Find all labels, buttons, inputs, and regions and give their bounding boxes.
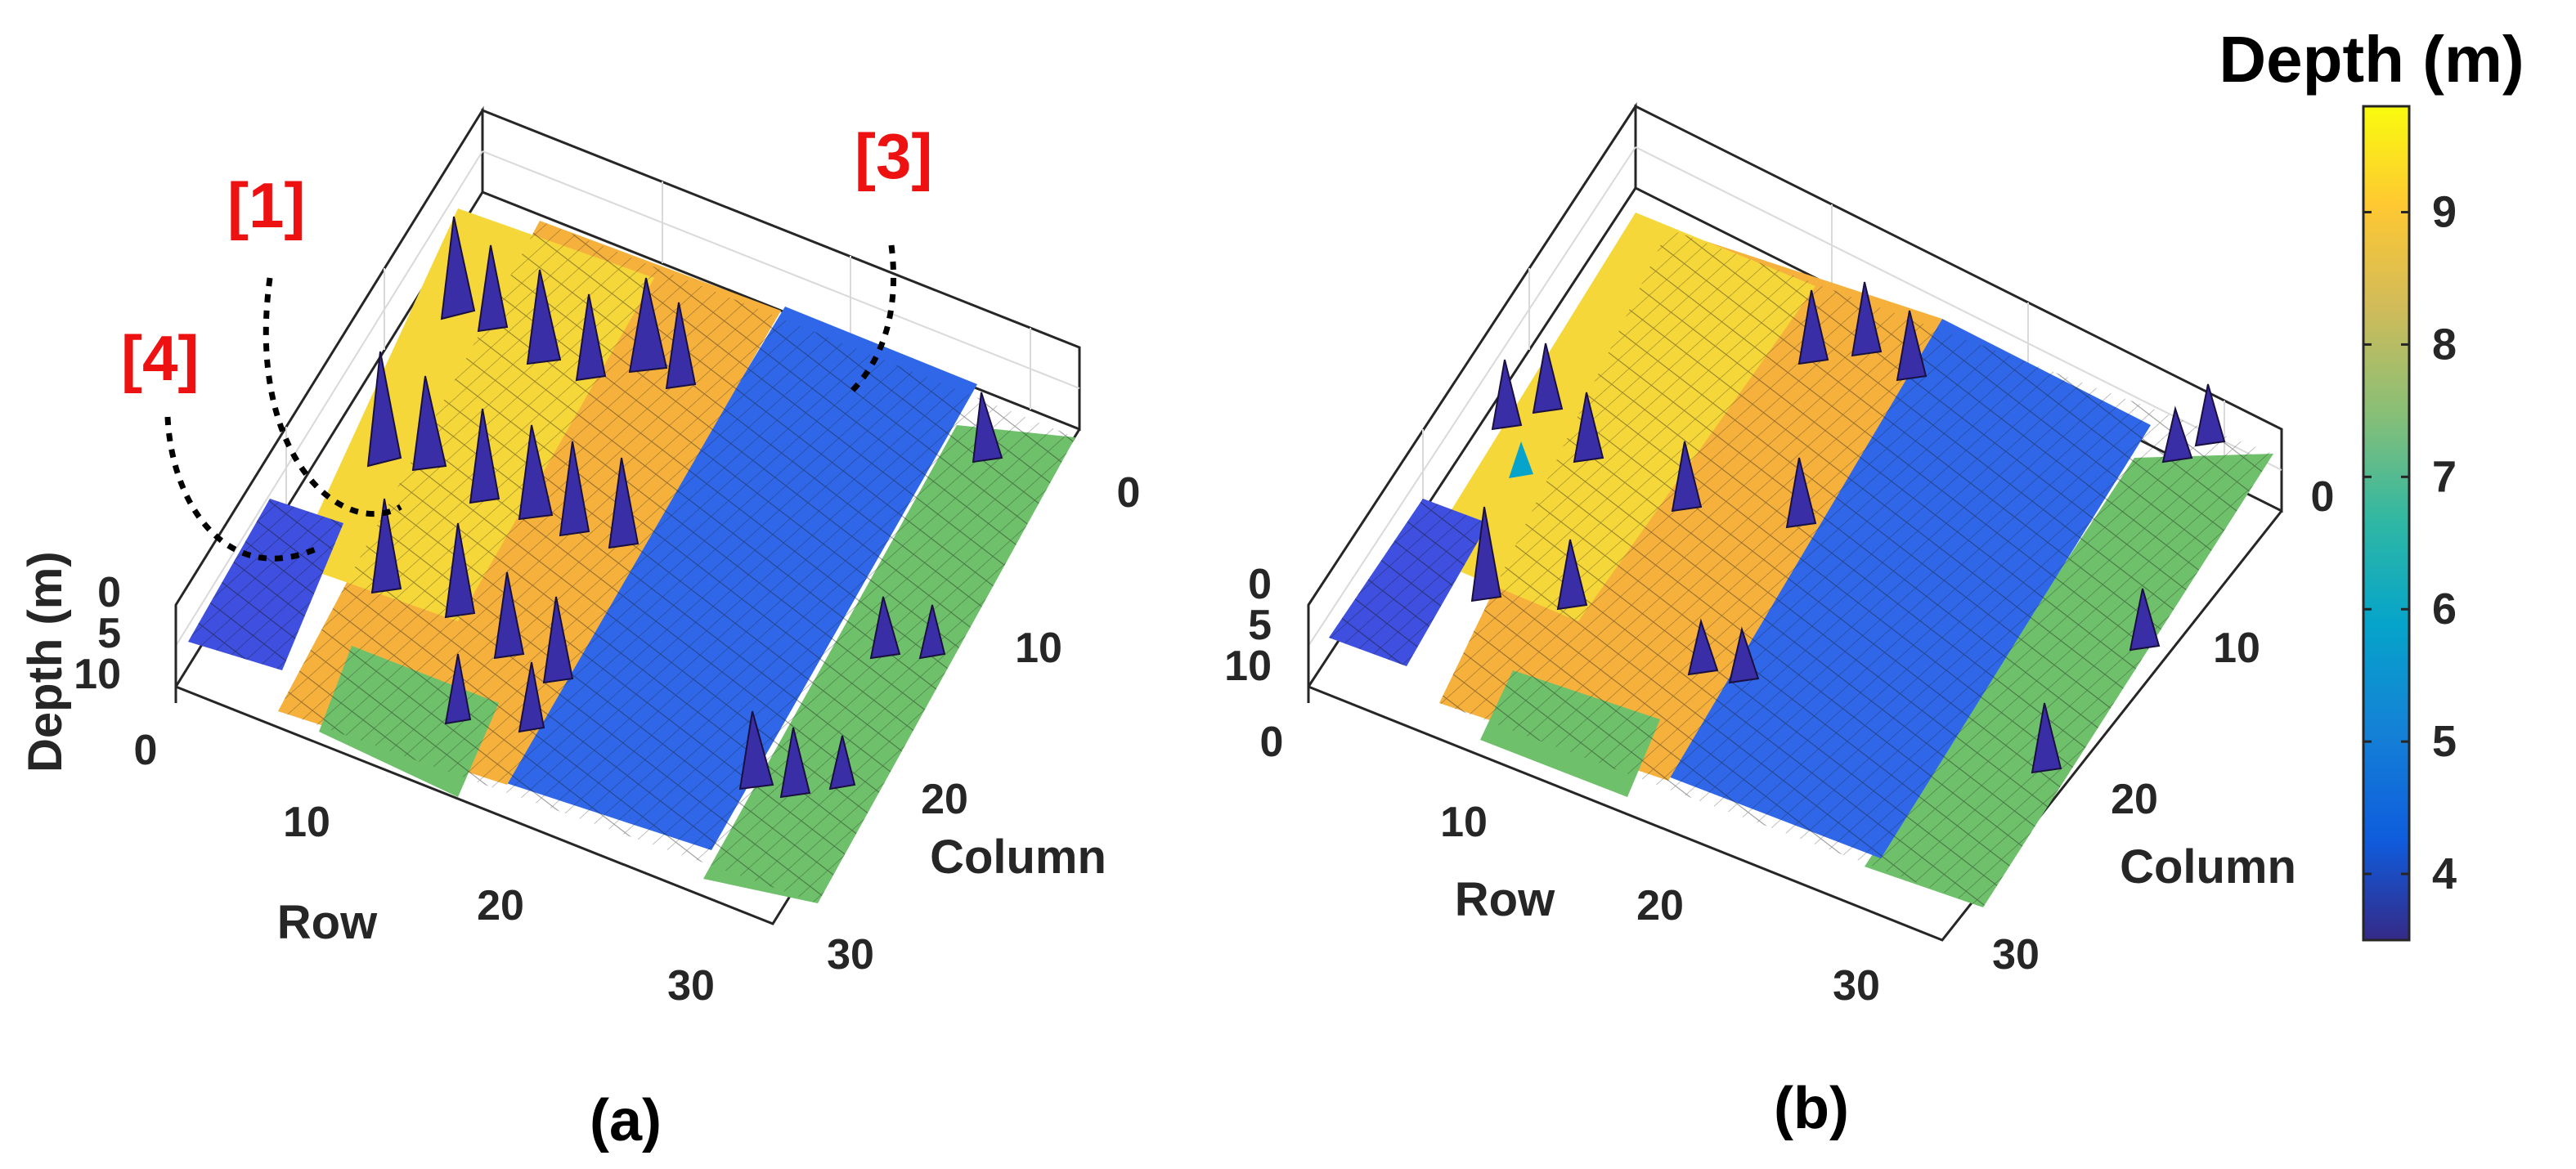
y-tick: 20 [921, 776, 968, 823]
callout-3: [3] [855, 120, 932, 192]
colorbar-tick-label: 5 [2432, 717, 2457, 766]
spikes-b [1470, 281, 2226, 774]
y-tick: 10 [2213, 625, 2260, 672]
colorbar-gradient [2362, 105, 2411, 942]
panel-a: [1] [3] [4] 0 5 10 0 10 20 30 0 10 20 30… [19, 105, 1140, 1153]
z-tick: 0 [1248, 561, 1272, 608]
surface-b [1329, 213, 2273, 907]
surface-a [188, 208, 1075, 903]
y-axis-label-a: Column [930, 831, 1106, 884]
x-tick: 20 [1636, 882, 1684, 929]
z-tick: 0 [97, 569, 121, 616]
y-tick: 30 [1992, 931, 2040, 979]
panel-label-b: (b) [1774, 1076, 1849, 1141]
x-tick: 10 [283, 799, 330, 846]
x-tick: 0 [134, 727, 158, 774]
x-tick: 10 [1440, 799, 1488, 846]
z-tick: 10 [74, 651, 121, 698]
ticks-b: 0 5 10 0 10 20 30 0 10 20 30 [1224, 473, 2334, 1010]
x-tick: 30 [1833, 962, 1880, 1010]
y-tick: 30 [827, 931, 874, 979]
z-axis-label-a: Depth (m) [19, 551, 72, 773]
x-axis-label-b: Row [1455, 873, 1555, 926]
x-tick: 20 [477, 882, 524, 929]
colorbar: Depth (m) 4 5 6 7 8 9 [2219, 23, 2524, 942]
callouts-a: [1] [3] [4] [121, 120, 932, 562]
x-tick: 0 [1260, 719, 1284, 766]
callout-4: [4] [121, 322, 199, 394]
y-tick: 0 [1117, 469, 1141, 517]
colorbar-tick-label: 6 [2432, 584, 2457, 634]
spikes-a [366, 216, 1003, 799]
x-axis-label-a: Row [277, 896, 378, 949]
y-tick: 10 [1015, 625, 1062, 672]
colorbar-ticks: 4 5 6 7 8 9 [2363, 188, 2457, 898]
colorbar-tick-label: 4 [2432, 849, 2457, 898]
y-axis-label-b: Column [2120, 840, 2296, 894]
colorbar-tick-label: 9 [2432, 188, 2457, 237]
cyan-patch [1509, 441, 1533, 478]
z-tick: 10 [1224, 643, 1272, 690]
ticks-a: 0 5 10 0 10 20 30 0 10 20 30 [74, 469, 1140, 1010]
panel-b: 0 5 10 0 10 20 30 0 10 20 30 Row Column … [1224, 101, 2334, 1141]
x-tick: 30 [667, 962, 715, 1010]
callout-1: [1] [227, 169, 305, 241]
colorbar-title: Depth (m) [2219, 23, 2524, 96]
z-tick: 5 [97, 610, 121, 657]
colorbar-tick-label: 7 [2432, 452, 2457, 501]
y-tick: 20 [2111, 776, 2158, 823]
colorbar-tick-label: 8 [2432, 320, 2457, 369]
z-tick: 5 [1248, 602, 1272, 649]
y-tick: 0 [2311, 473, 2335, 521]
panel-label-a: (a) [590, 1088, 662, 1153]
